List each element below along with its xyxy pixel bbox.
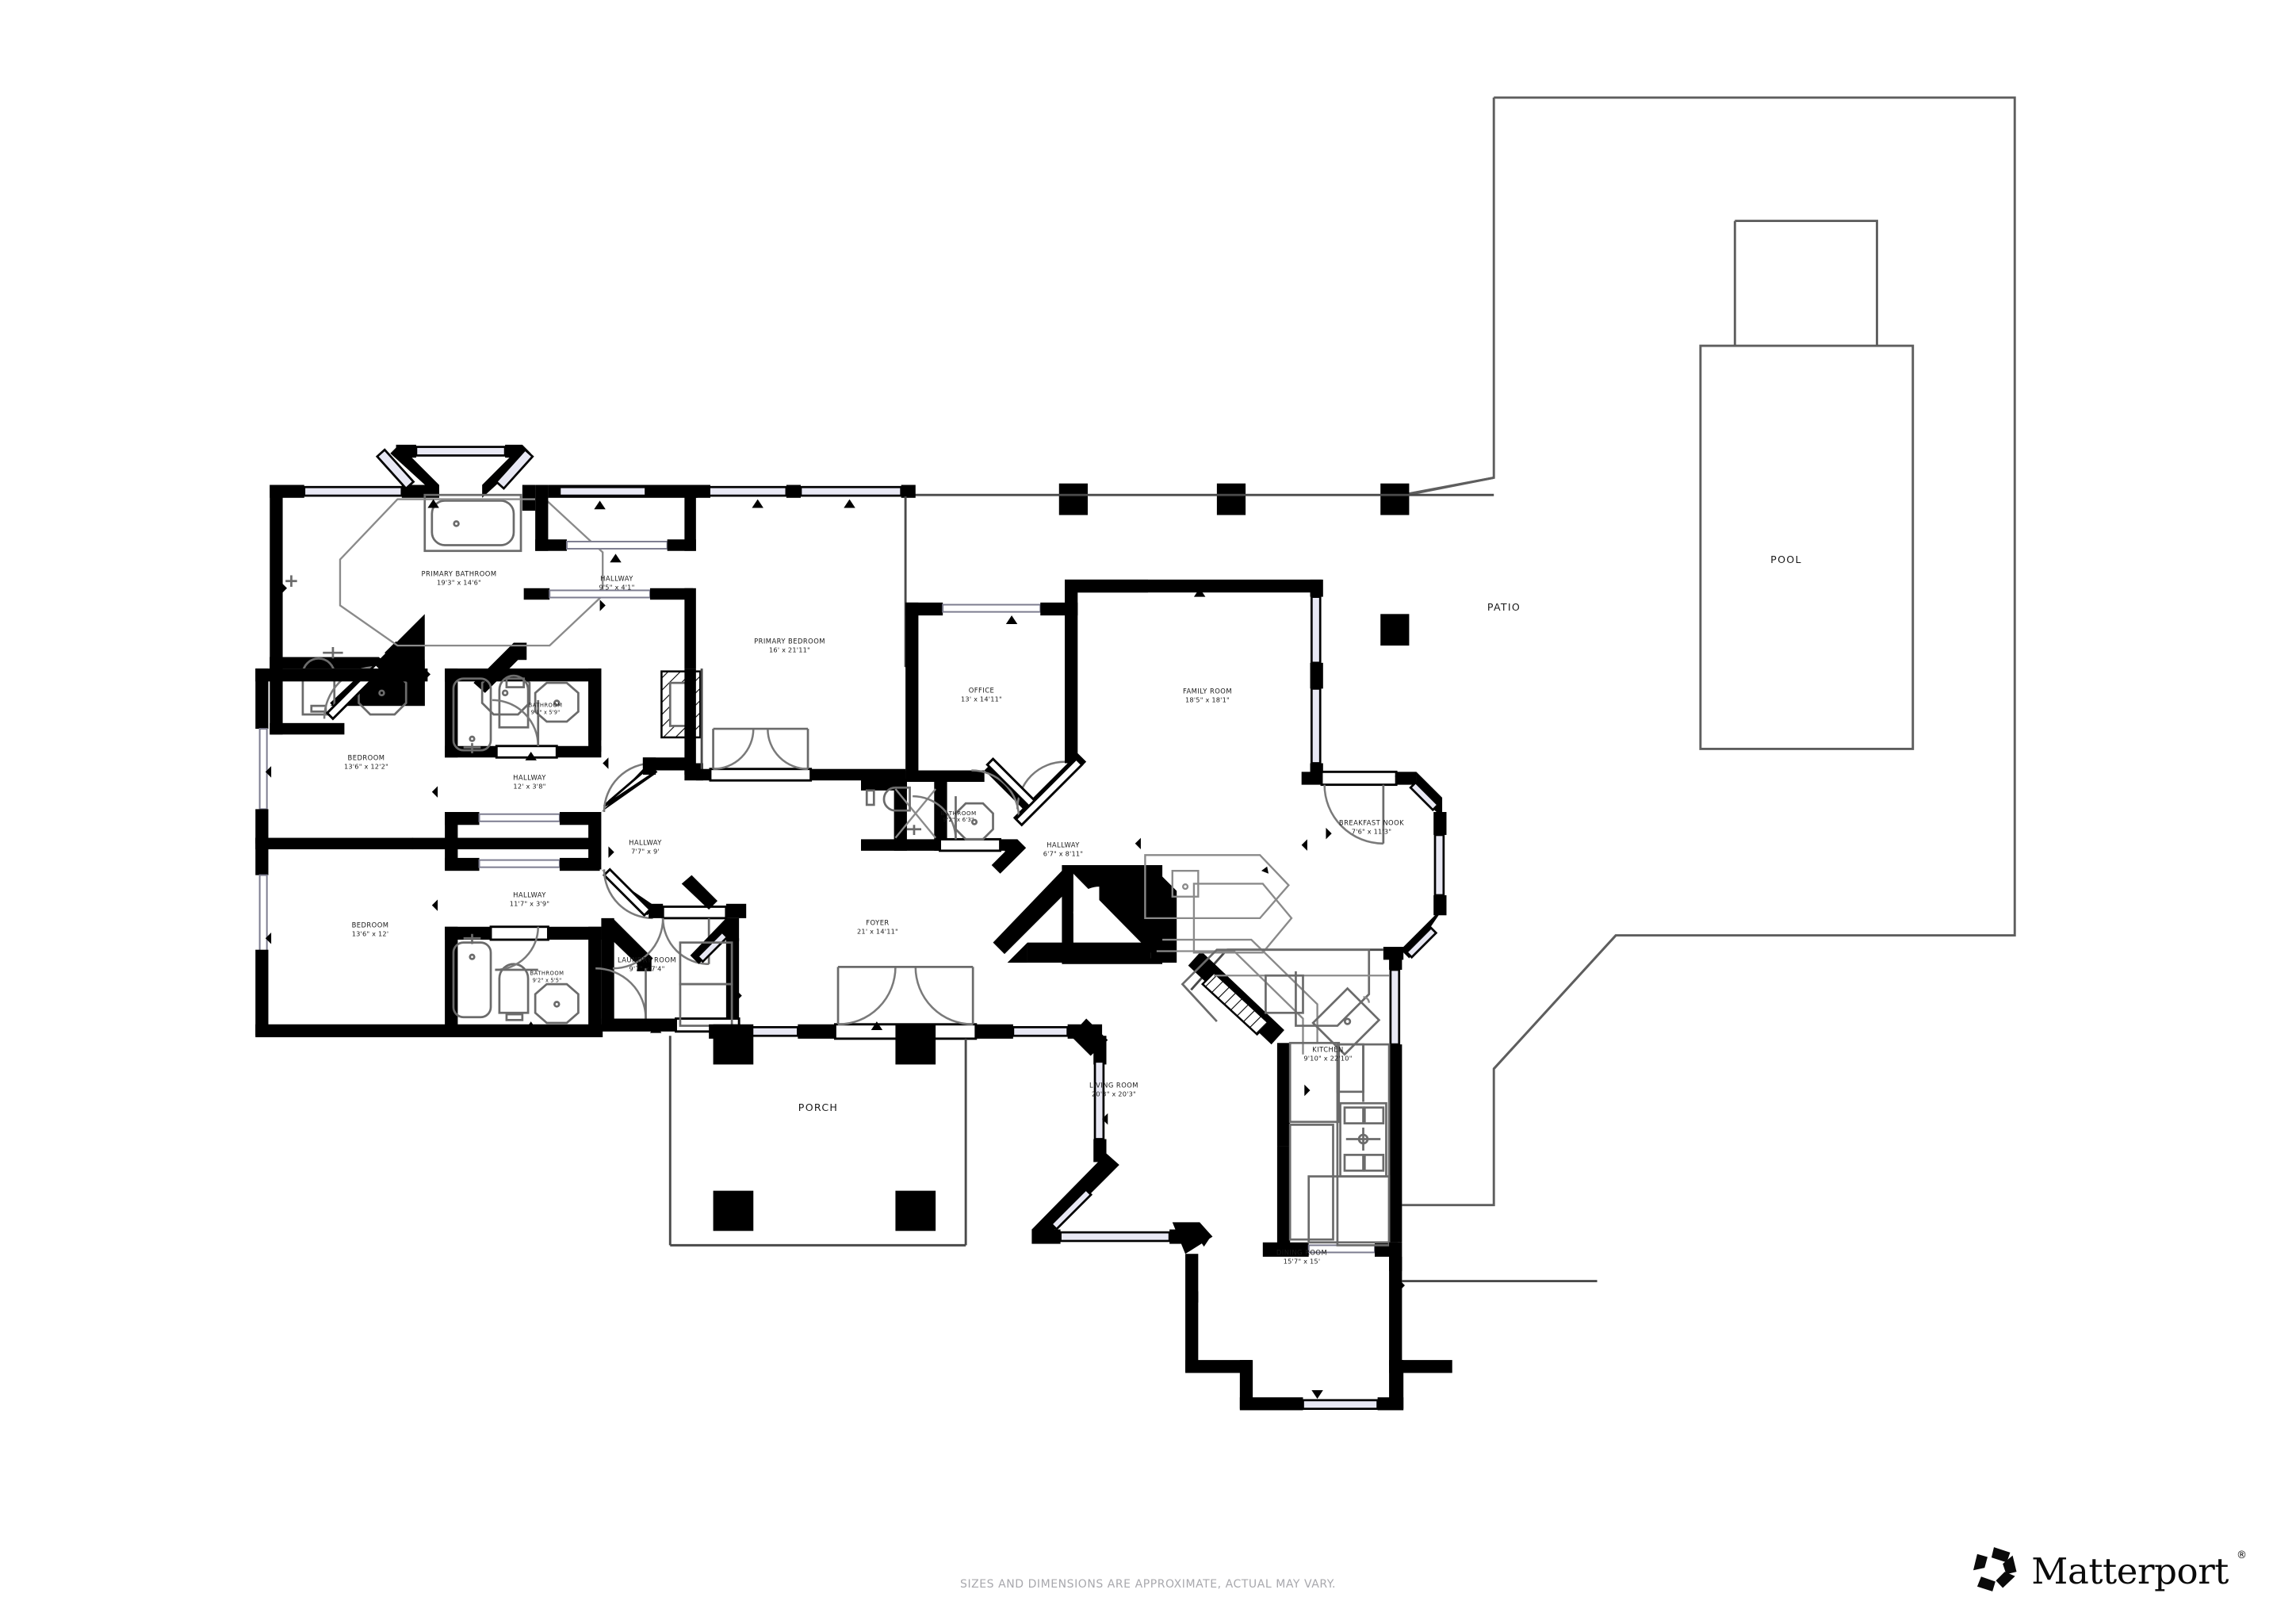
kitchen-walls — [1181, 948, 1402, 1247]
patio-lower-edge — [1402, 934, 1617, 1207]
patio-outline — [1402, 96, 2016, 1070]
porch-walls — [668, 1024, 967, 1247]
bathroom-3-walls — [861, 779, 1018, 852]
primary-bathroom-fixtures — [285, 493, 604, 716]
hallway-junction-walls — [601, 757, 747, 966]
bathroom-2-walls — [445, 925, 602, 1028]
patio-pillars — [1058, 483, 1410, 646]
laundry-room-walls — [595, 917, 740, 1033]
center-hallway-walls — [255, 812, 603, 1038]
matterport-pinwheel-icon — [1969, 1545, 2019, 1597]
primary-bedroom-walls — [660, 496, 907, 782]
bathroom-1-walls — [445, 668, 602, 759]
pool-outline — [1699, 220, 1915, 750]
brand-trademark: ® — [2237, 1549, 2247, 1561]
living-room-walls — [1031, 854, 1398, 1257]
bedroom-1-walls — [255, 668, 602, 850]
hallway-primary-walls — [523, 485, 916, 669]
brand-name: Matterport — [2031, 1549, 2229, 1592]
disclaimer-text: SIZES AND DIMENSIONS ARE APPROXIMATE, AC… — [960, 1578, 1336, 1591]
view-direction-markers — [265, 499, 1406, 1399]
hallway-67-walls — [991, 839, 1177, 964]
dining-room-walls — [1185, 1242, 1598, 1411]
matterport-brand: Matterport ® — [1969, 1545, 2247, 1597]
